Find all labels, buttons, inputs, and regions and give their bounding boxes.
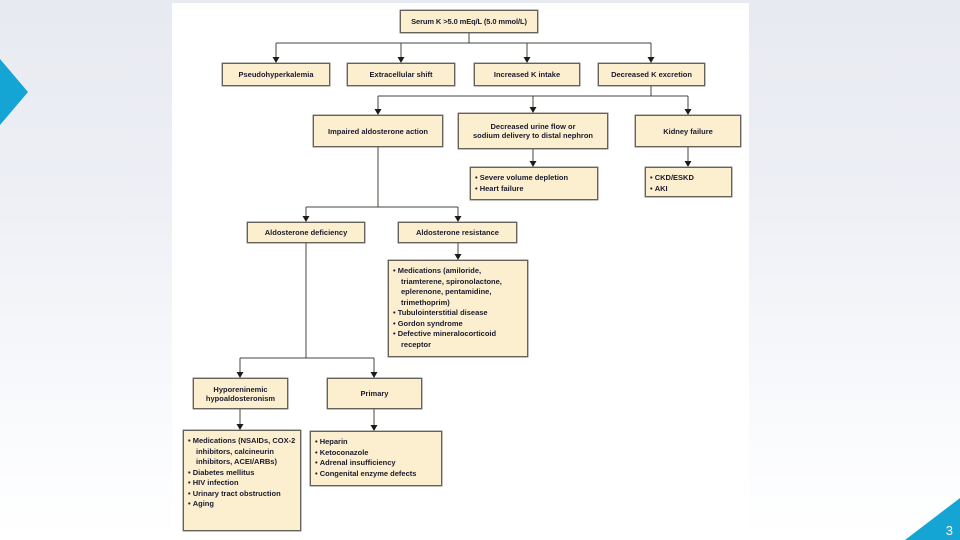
- arrowheads: [236, 57, 692, 431]
- list-item: Ketoconazole: [315, 448, 438, 459]
- list-item: Aging: [188, 499, 297, 510]
- slide-accent-chevron-icon: [0, 59, 28, 125]
- list-primary-causes: Heparin Ketoconazole Adrenal insufficien…: [310, 431, 442, 486]
- node-hyporeninemic-hypoaldosteronism: Hyporeninemic hypoaldosteronism: [193, 378, 288, 409]
- list-item: Tubulointerstitial disease: [393, 308, 524, 319]
- list-kidney-failure-causes: CKD/ESKD AKI: [645, 167, 732, 197]
- list-item: Gordon syndrome: [393, 319, 524, 330]
- node-primary: Primary: [327, 378, 422, 409]
- list-item: HIV infection: [188, 478, 297, 489]
- node-kidney-failure: Kidney failure: [635, 115, 741, 147]
- list-item: Medications (NSAIDs, COX-2 inhibitors, c…: [188, 436, 297, 468]
- list-hyporeninemic-causes: Medications (NSAIDs, COX-2 inhibitors, c…: [183, 430, 301, 531]
- list-aldosterone-resistance-causes: Medications (amiloride, triamterene, spi…: [388, 260, 528, 357]
- list-item: Urinary tract obstruction: [188, 489, 297, 500]
- node-extracellular-shift: Extracellular shift: [347, 63, 455, 86]
- list-item: Heparin: [315, 437, 438, 448]
- list-item: Congenital enzyme defects: [315, 469, 438, 480]
- node-decreased-urine-flow: Decreased urine flow or sodium delivery …: [458, 113, 608, 149]
- list-decreased-urine-flow-causes: Severe volume depletion Heart failure: [470, 167, 598, 200]
- list-item: CKD/ESKD: [650, 173, 728, 184]
- node-serum-k-level: Serum K >5.0 mEq/L (5.0 mmol/L): [400, 10, 538, 33]
- hyperkalemia-flowchart: Serum K >5.0 mEq/L (5.0 mmol/L) Pseudohy…: [172, 3, 749, 538]
- list-item: Adrenal insufficiency: [315, 458, 438, 469]
- list-item: AKI: [650, 184, 728, 195]
- node-decreased-k-excretion: Decreased K excretion: [598, 63, 705, 86]
- list-item: Defective mineralocorticoid receptor: [393, 329, 524, 350]
- node-pseudohyperkalemia: Pseudohyperkalemia: [222, 63, 330, 86]
- list-item: Heart failure: [475, 184, 594, 195]
- list-item: Severe volume depletion: [475, 173, 594, 184]
- node-aldosterone-deficiency: Aldosterone deficiency: [247, 222, 365, 243]
- page-number: 3: [945, 523, 953, 538]
- node-impaired-aldosterone-action: Impaired aldosterone action: [313, 115, 443, 147]
- page-number-corner-tab: [905, 498, 960, 540]
- list-item: Medications (amiloride, triamterene, spi…: [393, 266, 524, 308]
- node-increased-k-intake: Increased K intake: [474, 63, 580, 86]
- flowchart-connectors: [236, 33, 692, 431]
- list-item: Diabetes mellitus: [188, 468, 297, 479]
- node-aldosterone-resistance: Aldosterone resistance: [398, 222, 517, 243]
